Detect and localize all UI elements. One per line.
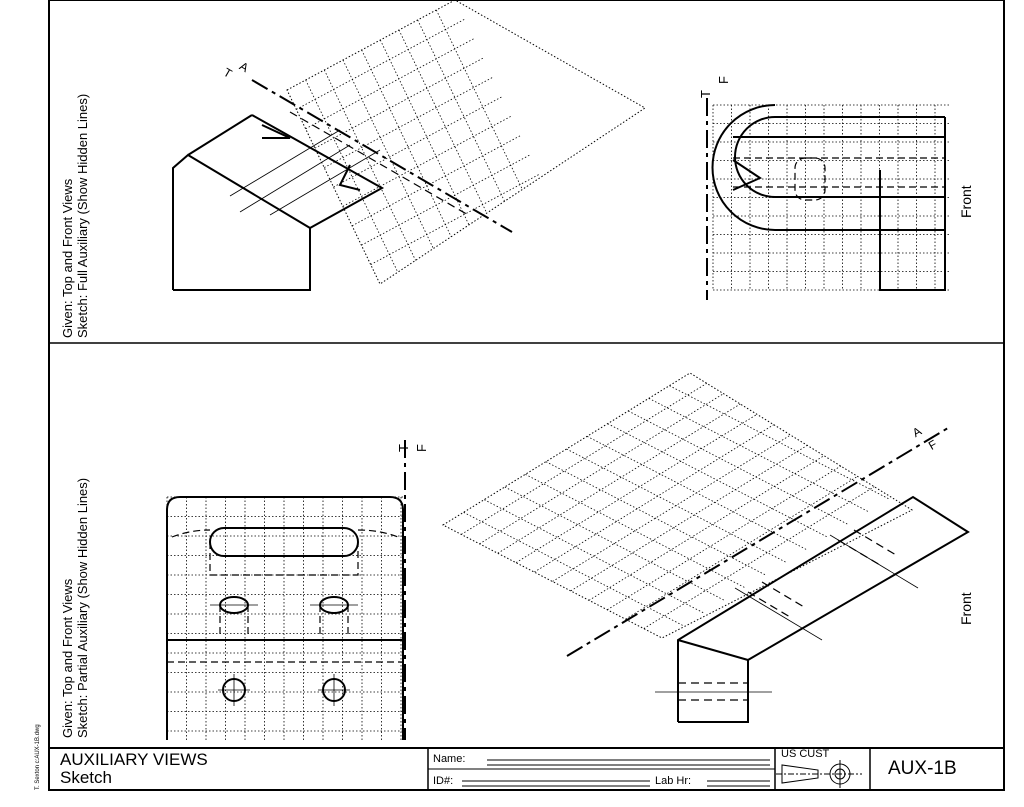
bottom-given-grid	[166, 496, 403, 740]
top-aux-grid-line	[342, 59, 437, 255]
top-aux-grid-line	[398, 29, 493, 225]
bottom-front-label: Front	[958, 592, 974, 625]
top-aux-grid-line	[370, 174, 539, 265]
lab-hours-field-label: Lab Hr:	[655, 775, 692, 787]
id-field-label: ID#:	[433, 775, 454, 787]
top-fold-line-ta	[251, 79, 513, 233]
top-aux-grid-line	[324, 77, 493, 168]
top-fold-tf-bottom: F	[716, 76, 731, 84]
top-aux-grid-line	[361, 49, 456, 245]
bottom-aux-grid-line	[552, 429, 800, 582]
bottom-aux-grid-line	[607, 457, 855, 611]
bottom-fold-tf-bottom: F	[414, 444, 429, 452]
top-aux-grid	[296, 9, 539, 275]
top-aux-grid-line	[435, 9, 530, 205]
bottom-aux-grid-line	[483, 499, 704, 614]
top-given-label: Given: Top and Front Views	[60, 178, 75, 338]
bottom-given-label: Given: Top and Front Views	[60, 578, 75, 738]
sheet-border	[48, 0, 1005, 791]
third-angle-projection-icon	[776, 760, 862, 788]
top-aux-grid-outline	[286, 0, 646, 285]
top-given-hidden	[733, 157, 945, 201]
bottom-given-centerlines	[210, 604, 358, 706]
bottom-front-view-object	[677, 495, 970, 723]
bottom-aux-grid-line	[588, 447, 837, 601]
bottom-aux-grid-line	[525, 473, 745, 588]
top-hidden-line	[289, 111, 471, 217]
top-fold-tf-top: T	[698, 90, 713, 98]
top-aux-grid-line	[351, 135, 521, 227]
top-front-view-object	[172, 114, 385, 291]
bottom-aux-grid-line	[534, 419, 782, 573]
top-aux-grid-line	[379, 39, 474, 235]
bottom-front-view-centerlines	[655, 534, 919, 693]
bottom-aux-grid-line	[504, 486, 724, 601]
bottom-aux-grid-line	[566, 448, 786, 563]
top-aux-grid-line	[361, 154, 530, 246]
bottom-aux-grid-line	[545, 461, 766, 576]
projection-label: US CUST	[781, 748, 830, 760]
top-front-label: Front	[958, 185, 974, 218]
bottom-aux-grid-line	[570, 438, 818, 592]
title-block-lines	[49, 747, 1004, 790]
top-aux-grid-line	[296, 19, 465, 110]
bottom-aux-grid-line	[479, 391, 727, 545]
top-aux-grid-line	[342, 116, 511, 207]
top-aux-grid-line	[305, 79, 400, 275]
bottom-aux-grid-outline	[441, 372, 914, 639]
bottom-aux-grid-line	[461, 382, 709, 535]
name-field-label: Name:	[433, 753, 466, 765]
top-sketch-label: Sketch: Full Auxiliary (Show Hidden Line…	[75, 93, 90, 338]
top-aux-grid-line	[323, 69, 418, 265]
top-aux-grid-line	[333, 96, 502, 188]
bottom-aux-grid-line	[497, 400, 745, 554]
bottom-aux-grid-line	[515, 410, 764, 564]
bottom-fold-tf-top: T	[396, 444, 411, 452]
bottom-fold-line-af	[566, 427, 949, 657]
top-aux-grid-line	[417, 19, 512, 215]
bottom-aux-grid-line	[625, 466, 873, 620]
bottom-aux-grid-line	[643, 476, 891, 629]
sheet-number: AUX-1B	[888, 758, 957, 779]
top-projection-lines	[229, 129, 381, 216]
bottom-sketch-label: Sketch: Partial Auxiliary (Show Hidden L…	[75, 477, 90, 738]
bottom-aux-grid-line	[463, 511, 683, 626]
title-block-subtitle: Sketch	[60, 768, 112, 787]
bottom-aux-grid	[461, 382, 891, 629]
title-block-title: AUXILIARY VIEWS	[60, 750, 208, 769]
author-note: T. Sexton c:AUX-1B.dwg	[35, 724, 41, 790]
bottom-given-views	[166, 496, 404, 740]
top-aux-grid-line	[305, 38, 474, 130]
top-given-views	[711, 104, 946, 291]
bottom-given-hidden	[167, 529, 403, 663]
bottom-aux-grid-line	[669, 385, 889, 500]
